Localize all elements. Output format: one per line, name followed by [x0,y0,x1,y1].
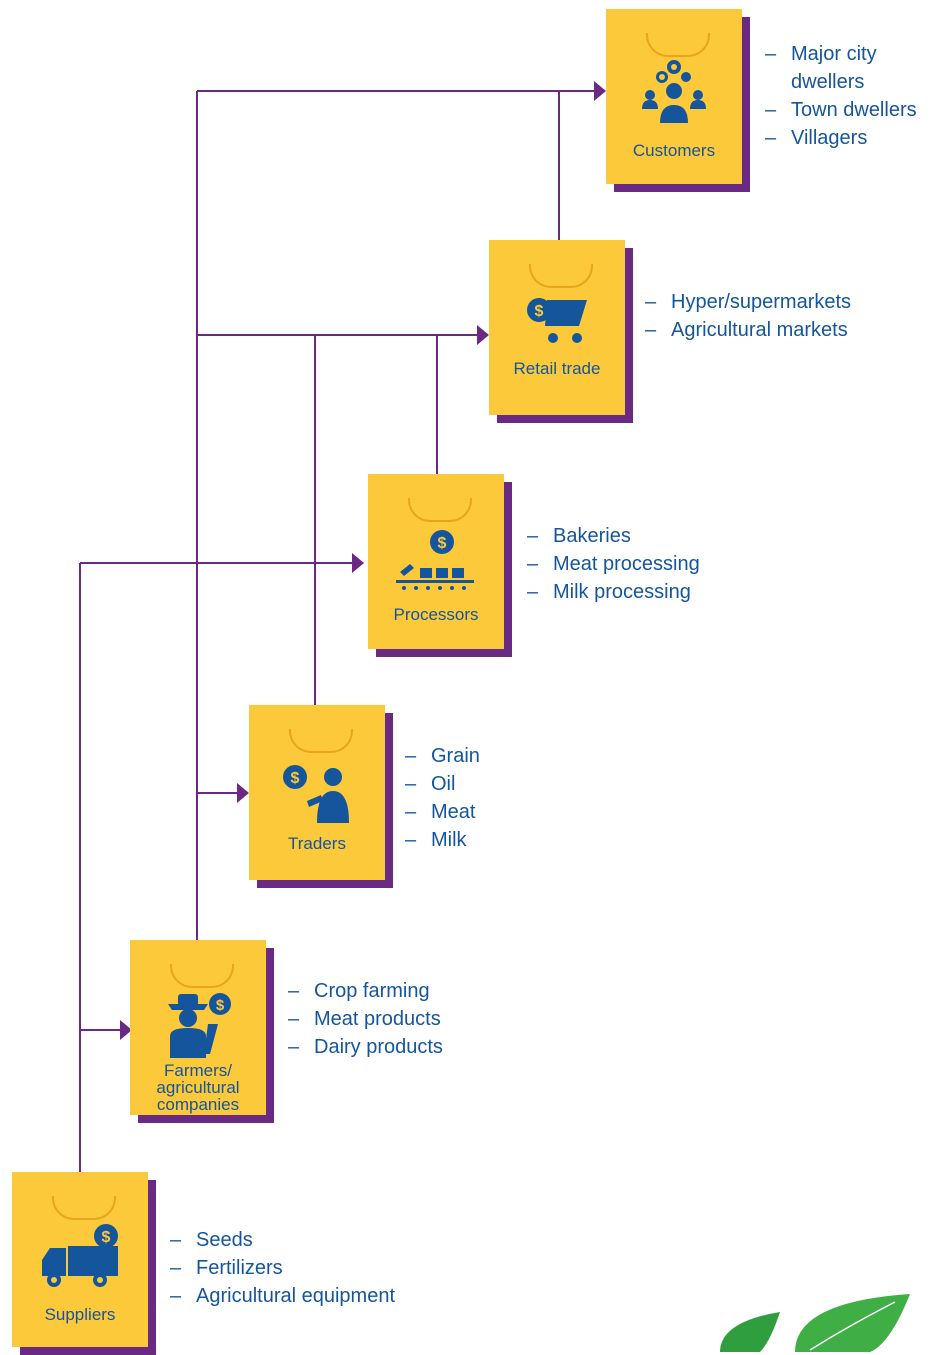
farmer-icon: $ [168,993,231,1058]
processors-list: Bakeries Meat processing Milk processing [527,522,700,606]
processors-node: $ Processors [368,474,512,657]
customers-label: Customers [632,141,716,160]
svg-text:$: $ [291,770,300,787]
customers-list: Major city dwellers Town dwellers Villag… [765,40,925,152]
list-item: Fertilizers [170,1254,395,1282]
retail-label: Retail trade [513,359,601,378]
leaf-icon [720,1294,910,1352]
list-item: Meat processing [527,550,700,578]
list-item: Town dwellers [765,96,925,124]
farmers-label: Farmers/ agricultural companies [156,1061,240,1114]
bag-handle [529,264,593,288]
retail-node: $ Retail trade [489,240,633,423]
traders-node: $ Traders [249,705,393,888]
list-item: Major city dwellers [765,40,925,96]
farmers-node: $ Farmers/ agricultural companies [130,940,274,1123]
list-item: Crop farming [288,977,443,1005]
traders-label: Traders [288,834,346,853]
list-item: Seeds [170,1226,395,1254]
list-item: Oil [405,770,480,798]
arrow-to-processors [352,553,364,573]
suppliers-list: Seeds Fertilizers Agricultural equipment [170,1226,395,1310]
bag-handle [646,33,710,57]
processors-label: Processors [393,605,479,624]
bag-handle [52,1196,116,1220]
list-item: Dairy products [288,1033,443,1061]
list-item: Milk processing [527,578,700,606]
list-item: Grain [405,742,480,770]
list-item: Villagers [765,124,925,152]
list-item: Agricultural markets [645,316,851,344]
arrow-to-farmers [120,1020,132,1040]
suppliers-node: $ Suppliers [12,1172,156,1355]
customers-node: Customers [606,9,750,192]
truck-icon: $ [42,1224,118,1287]
traders-list: Grain Oil Meat Milk [405,742,480,854]
svg-text:$: $ [438,535,447,552]
farmers-list: Crop farming Meat products Dairy product… [288,977,443,1061]
conveyor-icon: $ [396,530,474,590]
bag-handle [408,498,472,522]
retail-list: Hyper/supermarkets Agricultural markets [645,288,851,344]
list-item: Milk [405,826,480,854]
list-item: Bakeries [527,522,700,550]
list-item: Hyper/supermarkets [645,288,851,316]
list-item: Meat [405,798,480,826]
bag-handle [289,729,353,753]
list-item: Agricultural equipment [170,1282,395,1310]
arrow-to-customers [594,81,606,101]
arrow-to-traders [237,783,249,803]
svg-text:$: $ [535,303,544,320]
arrow-to-retail [477,325,489,345]
trader-icon: $ [283,765,349,823]
shopping-cart-icon: $ [527,298,587,343]
svg-text:$: $ [102,1229,111,1246]
bag-handle [170,964,234,988]
suppliers-label: Suppliers [44,1305,116,1324]
svg-text:$: $ [216,997,225,1014]
customers-icon [642,60,706,123]
list-item: Meat products [288,1005,443,1033]
